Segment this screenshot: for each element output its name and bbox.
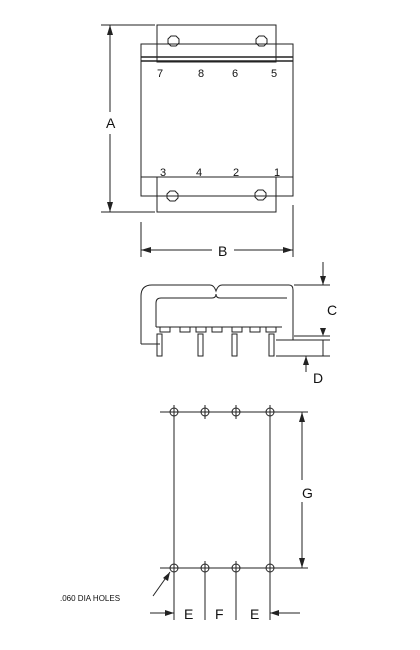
holes-note-text: .060 DIA HOLES [60,594,120,603]
dimension-f: F [215,606,224,622]
pin [156,333,163,357]
pcb-hole-icon [169,407,179,417]
pcb-hole-icon [231,563,241,573]
pcb-hole-icon [169,563,179,573]
pcb-hole-icon [265,407,275,417]
pin-label: 2 [233,167,239,179]
holes-note: .060 DIA HOLES [60,571,171,603]
pin-label: 3 [160,167,166,179]
dimension-label: B [218,243,227,259]
dimension-label: E [184,606,193,622]
pin-label: 7 [157,68,163,80]
side-body [140,284,294,344]
pin-label: 1 [274,167,280,179]
pcb-hole-icon [231,407,241,417]
side-view: C D [140,262,337,386]
dimension-c: C [294,262,337,337]
pin-label: 8 [198,68,204,80]
mounting-hole-icon [255,35,268,47]
dimension-b: B [140,205,294,259]
pin [197,333,204,357]
pin [268,333,275,357]
core-body [140,43,294,197]
dimension-label: G [302,485,313,501]
dimension-g: G [299,412,313,568]
footprint-view: G E F E .060 DIA HOLES [60,405,313,622]
dimension-label: D [313,370,323,386]
dimension-label: A [106,115,116,131]
mounting-hole-icon [166,190,179,202]
pin-label: 5 [271,68,277,80]
bottom-flange [156,176,277,213]
pcb-hole-icon [200,563,210,573]
dimension-d: D [276,339,330,386]
mounting-hole-icon [254,189,267,201]
top-flange [156,24,277,63]
pin-label: 4 [196,167,202,179]
pin-label: 6 [232,68,238,80]
dimension-label: C [327,302,337,318]
dimension-a: A [101,24,155,213]
top-view: 7 8 6 5 3 4 2 1 A B [101,24,294,259]
dimension-e-right: E [250,606,300,622]
dimension-label: F [215,606,224,622]
pcb-hole-icon [200,407,210,417]
pin [231,333,238,357]
mounting-hole-icon [167,35,180,47]
dimension-e-left: E [150,606,193,622]
pcb-hole-icon [265,563,275,573]
dimension-label: E [250,606,259,622]
